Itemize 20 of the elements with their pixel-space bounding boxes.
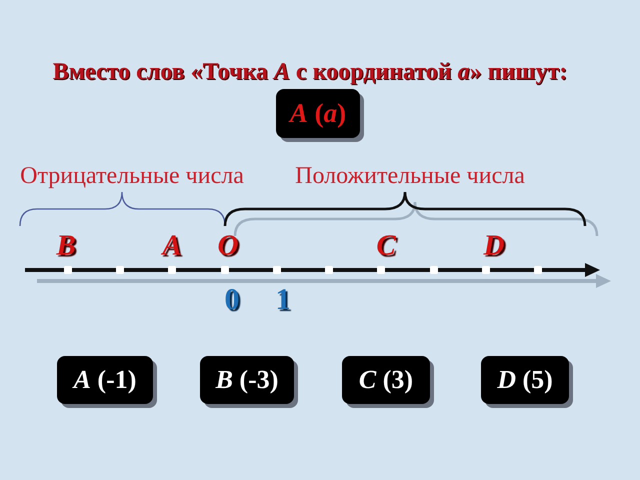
coordinate-text: D (5) (497, 367, 553, 393)
slide-title: Вместо слов «Точка A с координатой a» пишут: (52, 60, 568, 84)
notation-box (276, 89, 360, 138)
range-label: Отрицательные числа (20, 164, 244, 188)
range-label: Положительные числа (295, 164, 525, 188)
point-letter: O (218, 232, 238, 260)
notation-text: A (a) (290, 100, 346, 127)
point-letter: C (376, 232, 396, 260)
coordinate-box (481, 356, 569, 404)
coordinate-text: B (-3) (216, 367, 278, 393)
point-letter: A (162, 232, 182, 260)
coordinate-box (342, 356, 430, 404)
coordinate-number: 1 (276, 285, 290, 315)
point-letter: B (56, 232, 76, 260)
point-letter: D (484, 232, 504, 260)
coordinate-number: 0 (224, 285, 240, 315)
coordinate-text: A (-1) (74, 367, 136, 393)
coordinate-box (57, 356, 153, 404)
coordinate-box (200, 356, 294, 404)
coordinate-text: C (3) (358, 367, 414, 393)
